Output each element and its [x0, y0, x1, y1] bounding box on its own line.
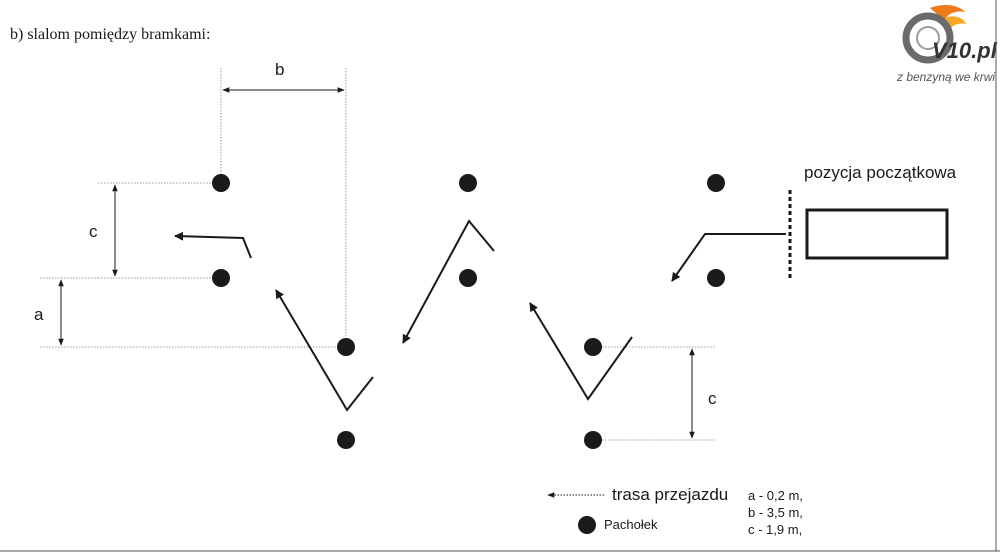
legend-value-c: c - 1,9 m,	[748, 522, 802, 537]
cone	[212, 174, 230, 192]
cone	[584, 431, 602, 449]
dimension-arrows	[58, 87, 695, 439]
legend-value-b: b - 3,5 m,	[748, 505, 803, 520]
cone	[337, 431, 355, 449]
cone	[337, 338, 355, 356]
cone	[212, 269, 230, 287]
flame-icon	[930, 5, 965, 20]
start-position-label: pozycja początkowa	[804, 163, 957, 182]
dimension-c-right-label: c	[708, 389, 717, 408]
legend-route-label: trasa przejazdu	[612, 485, 728, 504]
legend-cone-label: Pachołek	[604, 517, 658, 532]
car-start-box	[805, 208, 949, 260]
cone	[584, 338, 602, 356]
cone	[707, 269, 725, 287]
legend-value-a: a - 0,2 m,	[748, 488, 803, 503]
tire-icon	[902, 12, 954, 64]
cone	[459, 174, 477, 192]
tire-rim	[916, 26, 940, 50]
cone	[707, 174, 725, 192]
route-segment	[402, 219, 495, 344]
dimension-guides	[40, 68, 716, 441]
route-path	[174, 219, 786, 412]
v10-logo: V10.pl z benzyną we krwi	[896, 5, 998, 84]
route-segment	[671, 233, 786, 282]
cone	[459, 269, 477, 287]
cones	[212, 174, 725, 449]
route-segment	[275, 289, 374, 412]
dimension-a-label: a	[34, 305, 44, 324]
diagram-heading: b) slalom pomiędzy bramkami:	[10, 26, 210, 43]
route-segment	[174, 231, 252, 259]
legend: trasa przejazdu Pachołek a - 0,2 m, b - …	[547, 485, 803, 537]
dimension-b-label: b	[275, 60, 284, 79]
dimension-c-left-label: c	[89, 222, 98, 241]
logo-brand: V10.pl	[932, 38, 998, 63]
legend-cone-icon	[578, 516, 596, 534]
logo-tagline: z benzyną we krwi	[896, 70, 995, 84]
route-segment	[529, 302, 633, 401]
